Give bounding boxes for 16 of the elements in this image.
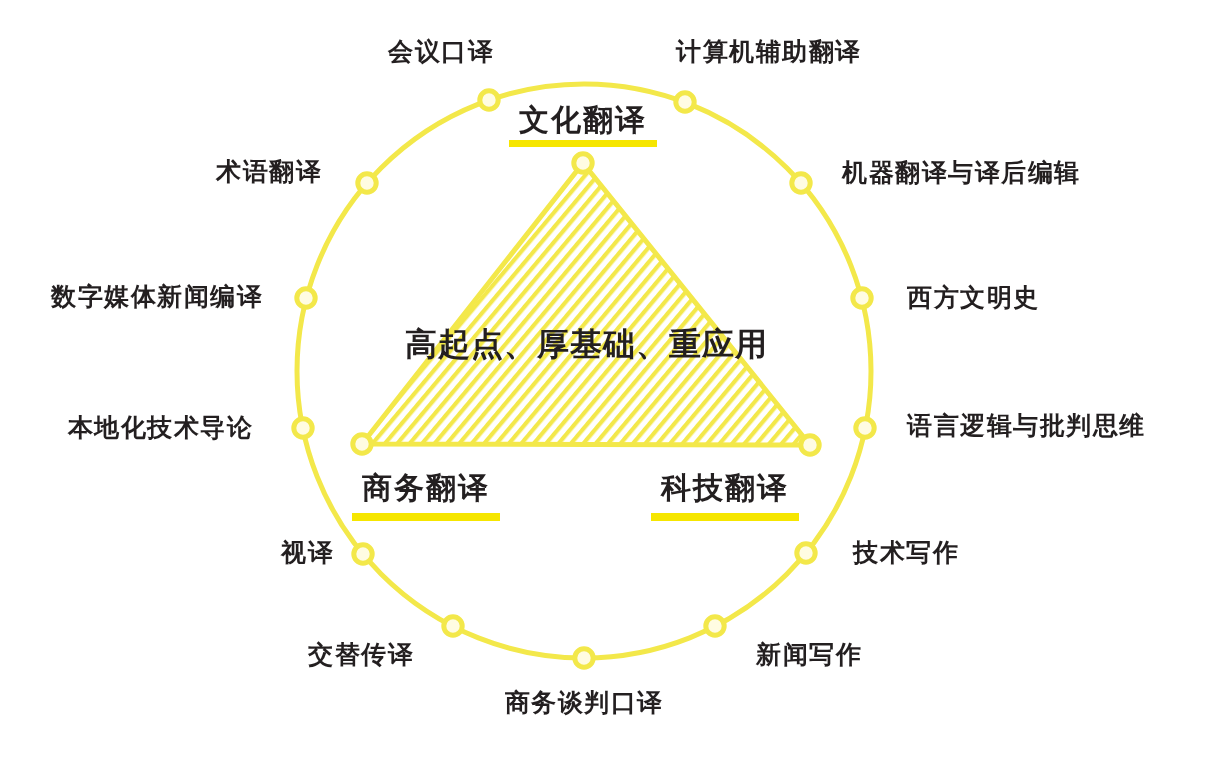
course-label: 语言逻辑与批判思维 bbox=[907, 410, 1146, 442]
course-label: 计算机辅助翻译 bbox=[676, 36, 862, 68]
course-label: 机器翻译与译后编辑 bbox=[842, 157, 1081, 189]
course-label: 技术写作 bbox=[853, 537, 959, 569]
course-label: 会议口译 bbox=[388, 36, 494, 68]
category-heading: 科技翻译 bbox=[651, 472, 799, 521]
course-label: 新闻写作 bbox=[756, 639, 862, 671]
course-label: 西方文明史 bbox=[907, 282, 1040, 314]
category-heading: 文化翻译 bbox=[509, 104, 657, 147]
course-label: 视译 bbox=[281, 537, 334, 569]
category-heading: 商务翻译 bbox=[352, 472, 500, 521]
course-label: 术语翻译 bbox=[216, 156, 322, 188]
course-label: 数字媒体新闻编译 bbox=[51, 281, 263, 313]
course-label: 本地化技术导论 bbox=[67, 412, 253, 444]
course-label: 交替传译 bbox=[308, 639, 414, 671]
course-label: 商务谈判口译 bbox=[504, 687, 664, 719]
